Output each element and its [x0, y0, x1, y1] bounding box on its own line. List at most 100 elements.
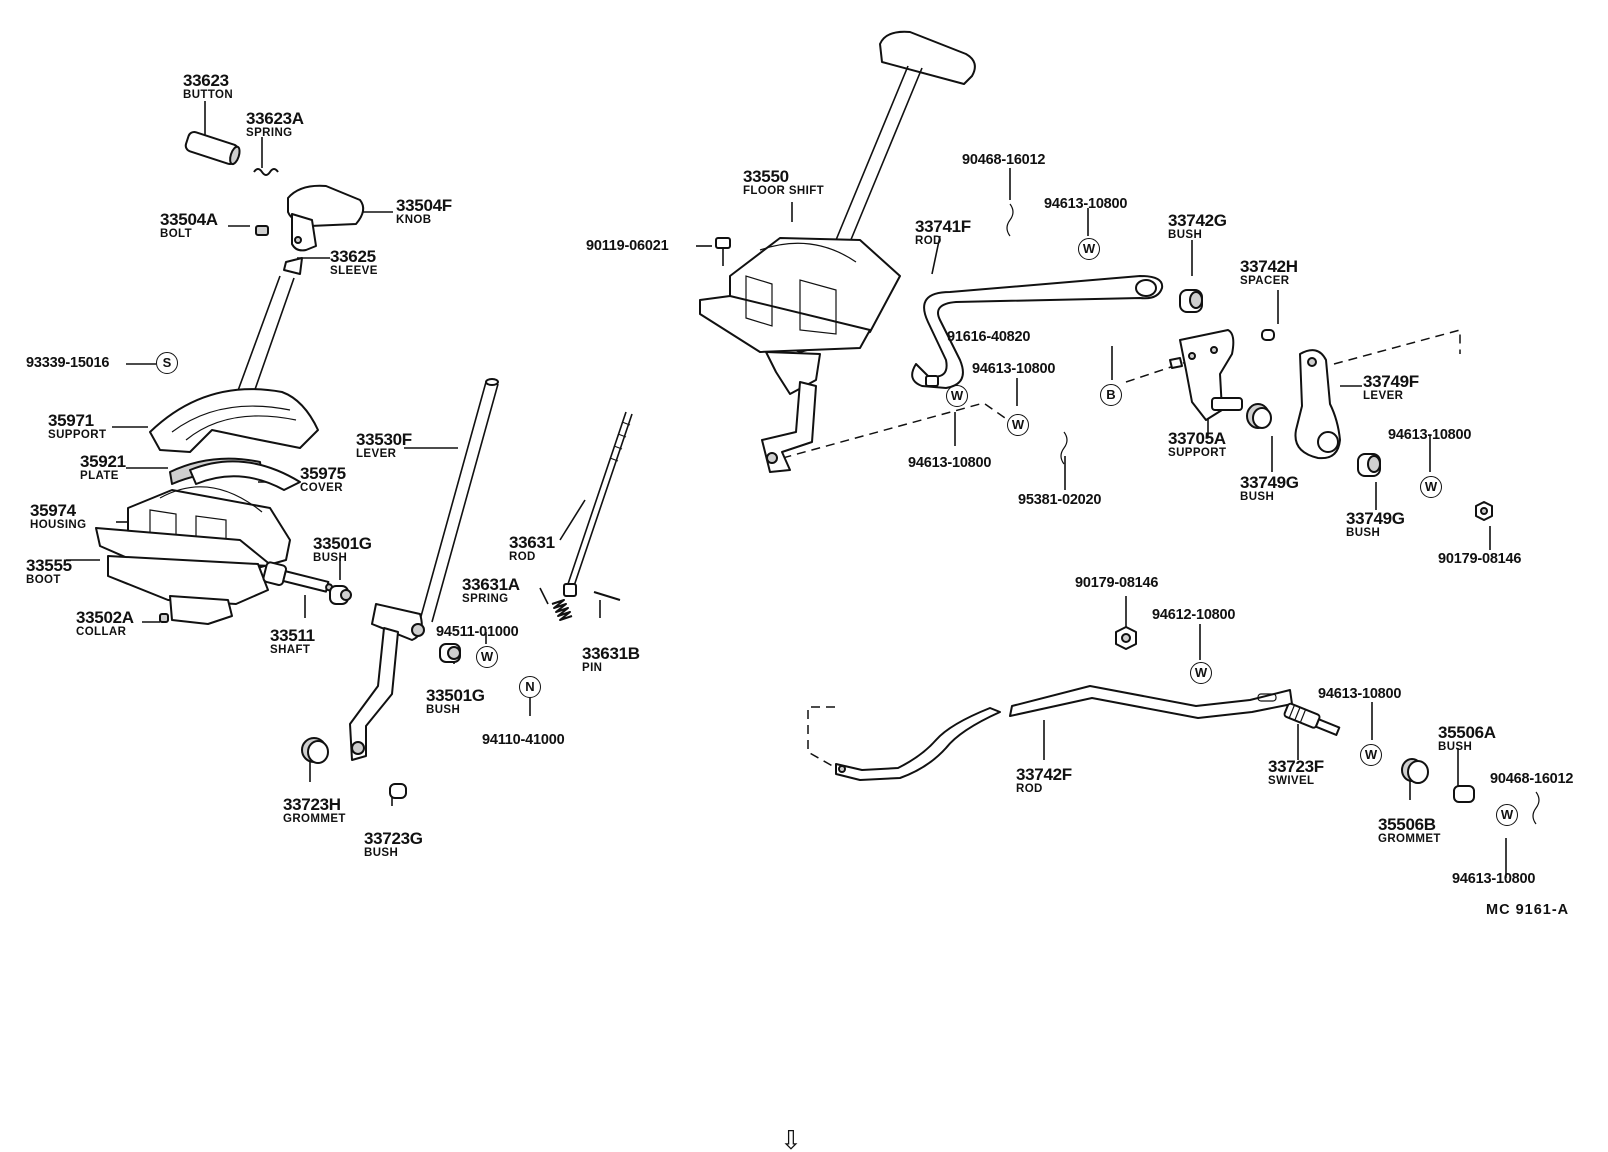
- part-label-33723h[interactable]: 33723H GROMMET: [283, 796, 346, 826]
- bush-33749g-drawing-a: [1246, 403, 1272, 429]
- part-label-33723f[interactable]: 33723F SWIVEL: [1268, 758, 1324, 788]
- part-name: BUSH: [426, 704, 461, 716]
- down-arrow-icon[interactable]: ⇩: [780, 1126, 802, 1152]
- part-number: 33742F: [1016, 765, 1072, 784]
- part-number: 33741F: [915, 217, 971, 236]
- part-label-33530f[interactable]: 33530F LEVER: [356, 431, 412, 461]
- std-part-90179-08146-b[interactable]: 90179-08146: [1075, 575, 1159, 591]
- swivel-33723f-drawing: [1283, 702, 1341, 736]
- part-number: 33623A: [246, 109, 304, 128]
- part-label-33741f[interactable]: 33741F ROD: [915, 218, 971, 248]
- part-label-33501g-a[interactable]: 33501G BUSH: [313, 535, 372, 565]
- std-part-90119-06021[interactable]: 90119-06021: [586, 238, 669, 254]
- part-label-33749g-a[interactable]: 33749G BUSH: [1240, 474, 1299, 504]
- nut-symbol-icon: N: [519, 676, 541, 698]
- part-label-33742h[interactable]: 33742H SPACER: [1240, 258, 1298, 288]
- part-label-33742g[interactable]: 33742G BUSH: [1168, 212, 1227, 242]
- part-name: SLEEVE: [330, 265, 378, 277]
- part-name: BUSH: [364, 847, 399, 859]
- part-label-33631[interactable]: 33631 ROD: [509, 534, 555, 564]
- part-number: 33742G: [1168, 211, 1227, 230]
- knob-33504f-drawing: [287, 184, 365, 252]
- part-number: 33555: [26, 556, 72, 575]
- part-label-33749f[interactable]: 33749F LEVER: [1363, 373, 1419, 403]
- part-label-35971[interactable]: 35971 SUPPORT: [48, 412, 106, 442]
- part-label-33749g-b[interactable]: 33749G BUSH: [1346, 510, 1405, 540]
- std-part-94612-10800[interactable]: 94612-10800: [1152, 607, 1236, 623]
- part-label-33502a[interactable]: 33502A COLLAR: [76, 609, 134, 639]
- nut-90179-drawing-a: [1475, 501, 1493, 521]
- boot-33555-drawing: [95, 527, 273, 625]
- part-name: GROMMET: [1378, 833, 1441, 845]
- part-name: SUPPORT: [1168, 447, 1227, 459]
- std-part-94613-10800-f[interactable]: 94613-10800: [1452, 871, 1536, 887]
- part-label-33623[interactable]: 33623 BUTTON: [183, 72, 233, 102]
- std-part-95381-02020[interactable]: 95381-02020: [1018, 492, 1102, 508]
- std-part-94613-10800-b[interactable]: 94613-10800: [972, 361, 1056, 377]
- lever-33749f-drawing: [1294, 349, 1341, 460]
- diagram-code: MC 9161-A: [1486, 902, 1570, 918]
- part-name: PIN: [582, 662, 603, 674]
- part-label-35974[interactable]: 35974 HOUSING: [30, 502, 86, 532]
- part-label-33550[interactable]: 33550 FLOOR SHIFT: [743, 168, 824, 198]
- part-label-35921[interactable]: 35921 PLATE: [80, 453, 126, 483]
- std-part-90468-16012-a[interactable]: 90468-16012: [962, 152, 1046, 168]
- part-number: 33504A: [160, 210, 218, 229]
- washer-symbol-icon: W: [1007, 414, 1029, 436]
- snap-ring-symbol-icon: S: [156, 352, 178, 374]
- part-label-33705a[interactable]: 33705A SUPPORT: [1168, 430, 1226, 460]
- washer-symbol-icon: W: [946, 385, 968, 407]
- std-part-94613-10800-d[interactable]: 94613-10800: [1388, 427, 1472, 443]
- part-name: BUSH: [313, 552, 348, 564]
- part-label-33631b[interactable]: 33631B PIN: [582, 645, 640, 675]
- std-part-94613-10800-a[interactable]: 94613-10800: [1044, 196, 1128, 212]
- part-label-33631a[interactable]: 33631A SPRING: [462, 576, 520, 606]
- washer-symbol-icon: W: [1496, 804, 1518, 826]
- std-part-94613-10800-e[interactable]: 94613-10800: [1318, 686, 1402, 702]
- part-number: 33550: [743, 167, 789, 186]
- part-number: 33631A: [462, 575, 520, 594]
- part-number: 33504F: [396, 196, 452, 215]
- washer-symbol-icon: W: [476, 646, 498, 668]
- part-label-33504a[interactable]: 33504A BOLT: [160, 211, 218, 241]
- std-part-94511-01000[interactable]: 94511-01000: [436, 624, 519, 640]
- part-number: 33511: [270, 626, 315, 645]
- std-part-93339-15016[interactable]: 93339-15016: [26, 355, 110, 371]
- nut-90179-drawing-b: [1115, 626, 1137, 650]
- left-shifter-parts: [95, 131, 633, 799]
- part-label-33742f[interactable]: 33742F ROD: [1016, 766, 1072, 796]
- part-name: SPRING: [462, 593, 509, 605]
- std-part-90468-16012-b[interactable]: 90468-16012: [1490, 771, 1574, 787]
- part-name: SPRING: [246, 127, 293, 139]
- part-name: COVER: [300, 482, 343, 494]
- part-label-33511[interactable]: 33511 SHAFT: [270, 627, 315, 657]
- part-name: BUSH: [1240, 491, 1275, 503]
- part-name: SUPPORT: [48, 429, 107, 441]
- part-name: BUSH: [1168, 229, 1203, 241]
- part-name: LEVER: [356, 448, 397, 460]
- grommet-35506b-drawing: [1401, 758, 1429, 784]
- std-part-90179-08146-a[interactable]: 90179-08146: [1438, 551, 1522, 567]
- part-label-33623a[interactable]: 33623A SPRING: [246, 110, 304, 140]
- part-label-35506a[interactable]: 35506A BUSH: [1438, 724, 1496, 754]
- part-number: 33530F: [356, 430, 412, 449]
- std-part-94110-41000[interactable]: 94110-41000: [482, 732, 565, 748]
- bolt-symbol-icon: B: [1100, 384, 1122, 406]
- part-label-33625[interactable]: 33625 SLEEVE: [330, 248, 378, 278]
- bush-33501g-drawing-b: [439, 643, 461, 663]
- part-label-33501g-b[interactable]: 33501G BUSH: [426, 687, 485, 717]
- part-label-33723g[interactable]: 33723G BUSH: [364, 830, 423, 860]
- part-name: PLATE: [80, 470, 119, 482]
- std-part-94613-10800-c[interactable]: 94613-10800: [908, 455, 992, 471]
- shaft-33511-drawing: [262, 561, 334, 593]
- part-name: GROMMET: [283, 813, 346, 825]
- part-name: KNOB: [396, 214, 432, 226]
- part-label-35975[interactable]: 35975 COVER: [300, 465, 346, 495]
- part-label-33555[interactable]: 33555 BOOT: [26, 557, 72, 587]
- part-label-35506b[interactable]: 35506B GROMMET: [1378, 816, 1441, 846]
- washer-symbol-icon: W: [1078, 238, 1100, 260]
- part-label-33504f[interactable]: 33504F KNOB: [396, 197, 452, 227]
- std-part-91616-40820[interactable]: 91616-40820: [947, 329, 1031, 345]
